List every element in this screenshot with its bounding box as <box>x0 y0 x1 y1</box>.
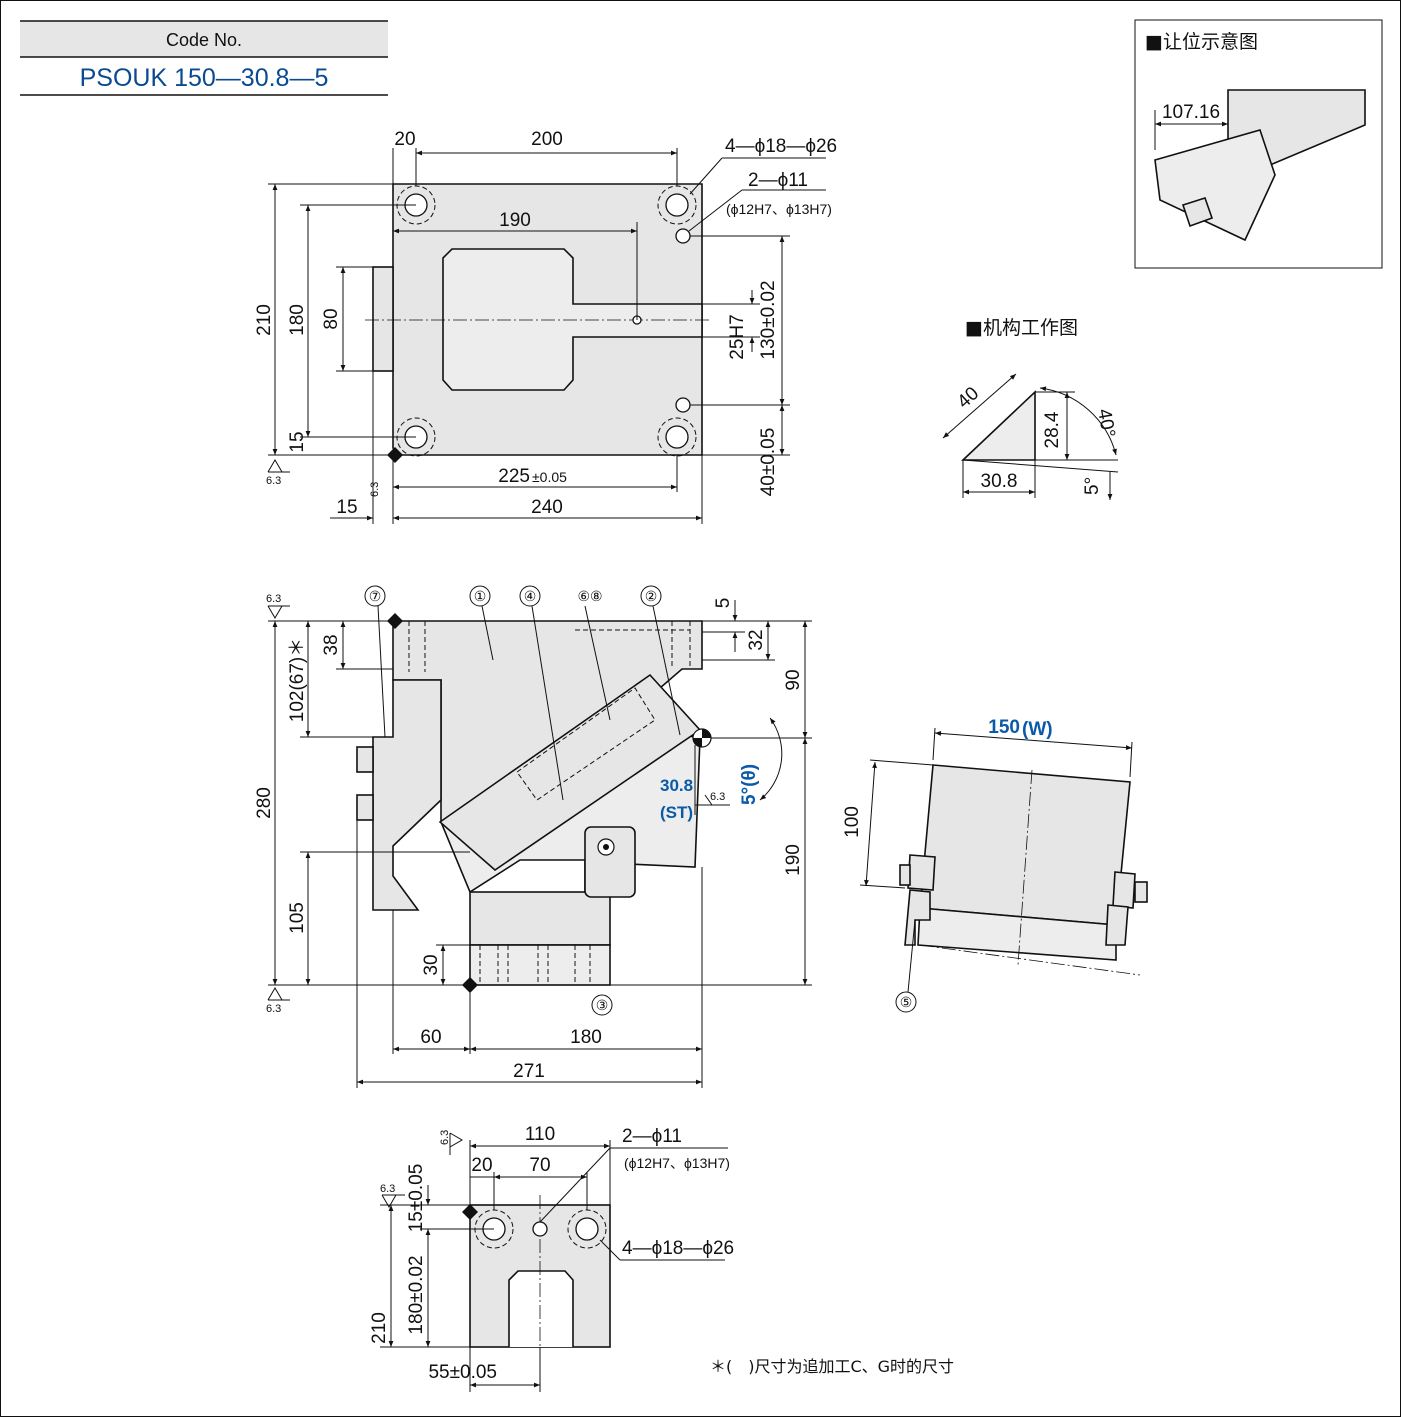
callout-6-8: ⑥⑧ <box>577 588 602 604</box>
bottom-dim-15: 15±0.05 <box>406 1164 427 1233</box>
dim-80: 80 <box>321 308 342 329</box>
bottom-dim-20: 20 <box>471 1155 492 1176</box>
bottom-dim-70: 70 <box>529 1155 550 1176</box>
bottom-holes-2: 2—ϕ11 <box>622 1126 682 1147</box>
dim-15: 15 <box>287 431 308 452</box>
mech-height: 28.4 <box>1042 411 1063 448</box>
bolt-hole-br <box>657 417 697 457</box>
dim-190-front: 190 <box>783 844 804 876</box>
side-width-label: (W) <box>1022 719 1053 740</box>
dim-180: 180 <box>287 304 308 336</box>
side-view: 150 (W) 100 ⑤ <box>842 717 1148 1013</box>
top-view: 20 200 190 4—ϕ18—ϕ26 2—ϕ11 (ϕ12H7、ϕ13H7)… <box>254 129 837 524</box>
dim-30: 30 <box>421 954 442 975</box>
dim-240: 240 <box>531 497 563 518</box>
dim-200: 200 <box>531 129 563 150</box>
bottom-holes-2-note: (ϕ12H7、ϕ13H7) <box>624 1155 730 1171</box>
mechanism-view: ■机构工作图 40 28.4 30.8 40° 5° <box>942 317 1119 500</box>
pin-hole-bottom <box>675 397 691 413</box>
dim-60: 60 <box>420 1027 441 1048</box>
front-view: ⑦ ① ④ ⑥⑧ ② ③ 280 102(67)＊ 38 <box>254 585 812 1088</box>
callout-5: ⑤ <box>900 994 913 1010</box>
angle-theta: 5°(θ) <box>739 764 760 805</box>
dim-225-tol: ±0.05 <box>532 469 567 485</box>
roughness-mark-2: 6.3 <box>369 482 381 497</box>
dim-25h7: 25H7 <box>727 314 748 359</box>
dim-210: 210 <box>254 304 275 336</box>
mechanism-title: ■机构工作图 <box>965 317 1078 339</box>
dim-38: 38 <box>321 634 342 655</box>
dim-105: 105 <box>287 902 308 934</box>
roughness-front-slide: 6.3 <box>710 791 725 803</box>
mech-angle-top: 40° <box>1093 407 1119 439</box>
side-dim-100: 100 <box>842 806 863 838</box>
dim-190: 190 <box>499 210 531 231</box>
bottom-view: 110 20 70 6.3 2—ϕ11 (ϕ12H7、ϕ13H7) 4—ϕ18—… <box>369 1124 734 1392</box>
roughness-bottom-1: 6.3 <box>439 1130 451 1145</box>
callout-7: ⑦ <box>369 588 382 604</box>
clearance-title: ■让位示意图 <box>1145 31 1258 53</box>
label-holes-2: 2—ϕ11 <box>748 170 808 191</box>
bottom-dim-55: 55±0.05 <box>428 1362 497 1383</box>
mech-base: 30.8 <box>981 471 1018 492</box>
bottom-dim-210: 210 <box>369 1312 390 1344</box>
roughness-front-top: 6.3 <box>266 593 281 605</box>
mech-hyp: 40 <box>953 383 983 413</box>
callout-2: ② <box>645 588 658 604</box>
stroke-label: (ST) <box>660 803 693 822</box>
label-holes-2-note: (ϕ12H7、ϕ13H7) <box>726 201 832 217</box>
roughness-mark: 6.3 <box>266 475 281 487</box>
dim-15b: 15 <box>336 497 357 518</box>
dim-20: 20 <box>394 129 415 150</box>
bottom-dim-110: 110 <box>525 1124 555 1145</box>
side-width: 150 <box>988 717 1020 738</box>
pin-hole-top <box>675 228 691 244</box>
dim-32: 32 <box>746 629 767 650</box>
dim-225: 225 <box>498 466 530 487</box>
dim-180-front: 180 <box>570 1027 602 1048</box>
footnote: ＊( )尺寸为追加工C、G时的尺寸 <box>710 1357 954 1376</box>
mech-angle-bottom: 5° <box>1082 477 1103 495</box>
clearance-dim: 107.16 <box>1162 102 1220 123</box>
dim-90: 90 <box>783 669 804 690</box>
dim-40: 40±0.05 <box>758 428 779 497</box>
callouts: ⑦ ① ④ ⑥⑧ ② ③ <box>364 585 681 1016</box>
code-label: Code No. <box>166 30 242 50</box>
bottom-holes-4: 4—ϕ18—ϕ26 <box>622 1238 734 1259</box>
callout-4: ④ <box>524 588 537 604</box>
bottom-dim-180: 180±0.02 <box>406 1255 427 1334</box>
roughness-bottom-2: 6.3 <box>380 1183 395 1195</box>
stroke-value: 30.8 <box>660 776 693 795</box>
dim-102: 102(67)＊ <box>287 638 308 723</box>
label-holes-4: 4—ϕ18—ϕ26 <box>725 136 837 157</box>
code-box: Code No. PSOUK 150—30.8—5 <box>20 20 388 96</box>
clearance-view: ■让位示意图 107.16 <box>1134 19 1383 269</box>
callout-3: ③ <box>596 997 609 1013</box>
dim-5: 5 <box>713 598 734 609</box>
callout-1: ① <box>474 588 487 604</box>
code-value: PSOUK 150—30.8—5 <box>80 64 329 92</box>
dim-130: 130±0.02 <box>758 280 779 359</box>
dim-280: 280 <box>254 787 275 819</box>
dim-271: 271 <box>513 1061 545 1082</box>
roughness-front-bottom: 6.3 <box>266 1003 281 1015</box>
